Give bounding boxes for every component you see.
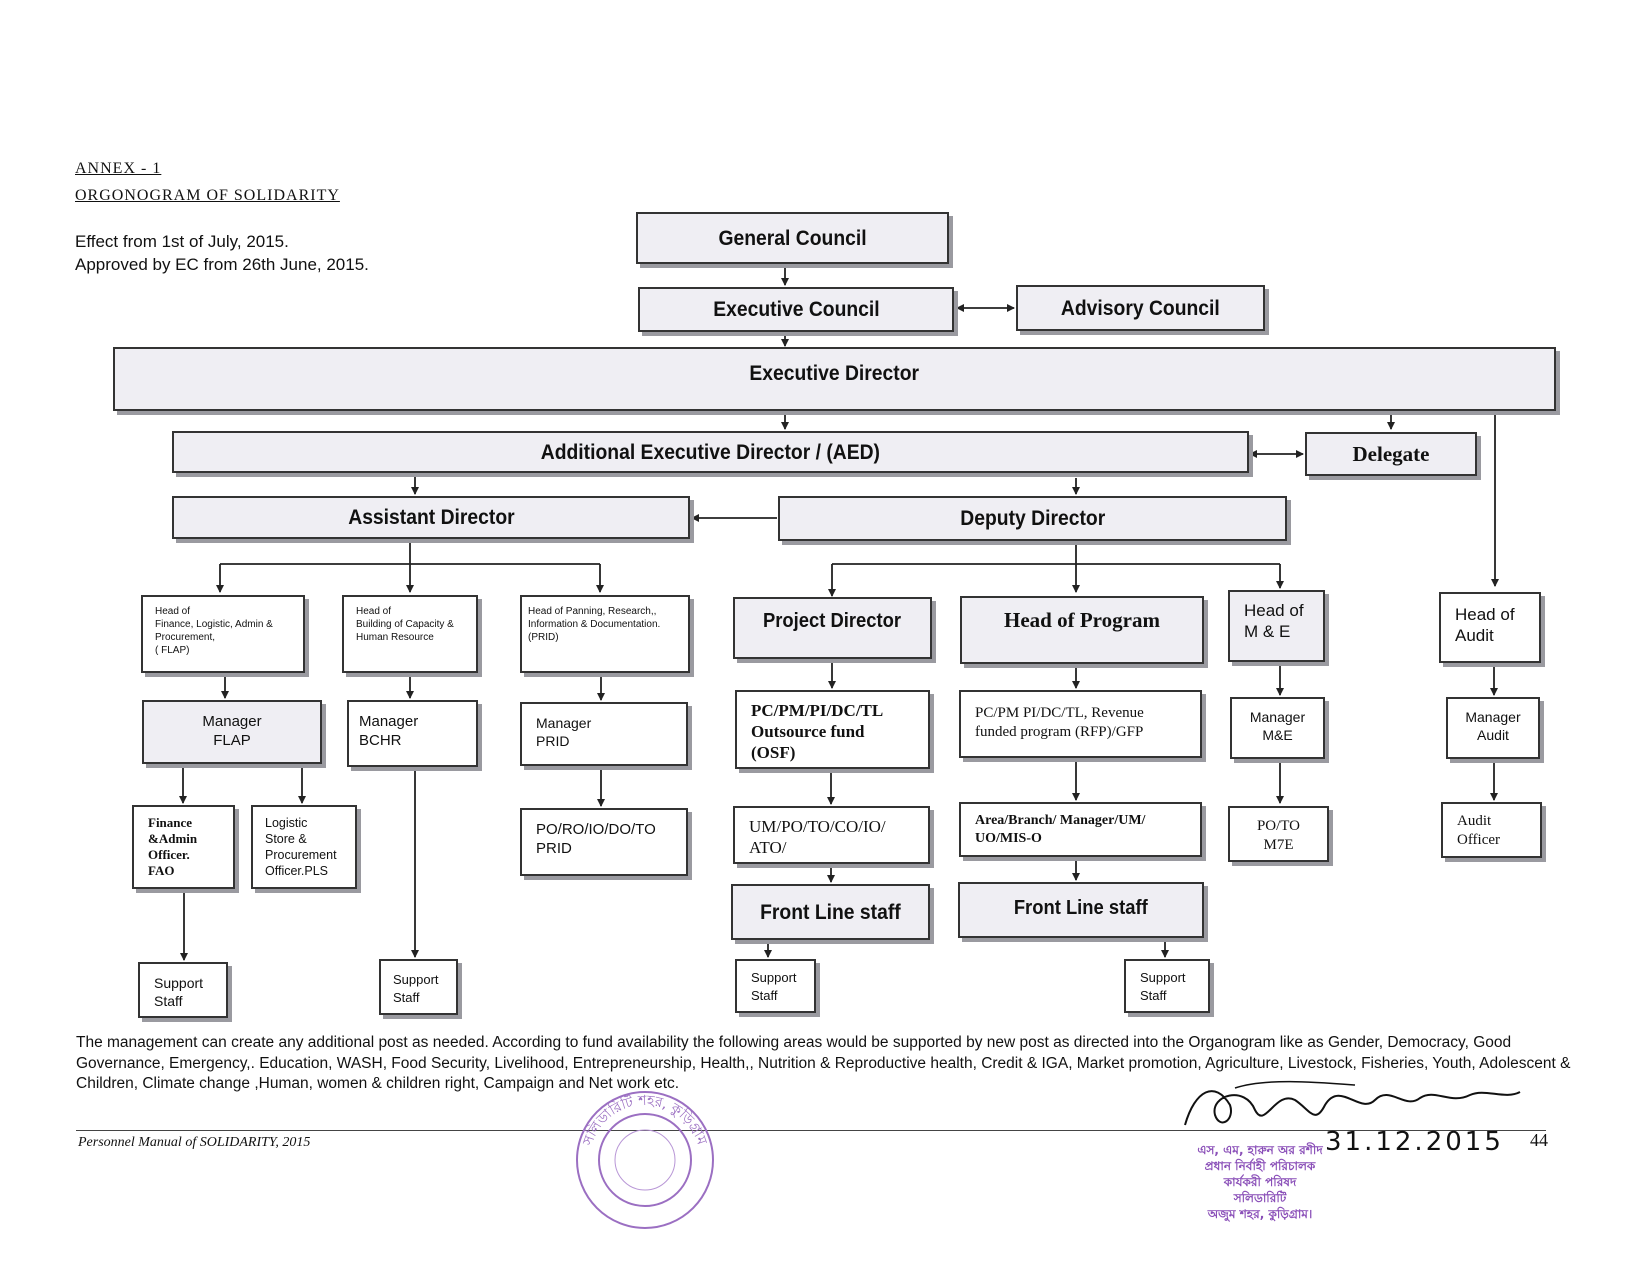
node-head-of-program: Head of Program [960,596,1204,664]
signature-date: 31.12.2015 [1325,1127,1504,1157]
footer-note: The management can create any additional… [76,1034,1571,1092]
footer-rule [76,1130,1546,1131]
node-support-staff-4: Support Staff [1124,959,1210,1013]
node-label: Head of Panning, Research,, Information … [528,606,661,643]
node-label: Manager M&E [1249,709,1306,743]
node-pls: Logistic Store & Procurement Officer.PLS [251,805,357,889]
node-head-audit: Head of Audit [1439,592,1541,663]
manual-title: Personnel Manual of SOLIDARITY, 2015 [78,1135,311,1150]
node-label: Audit Officer [1457,813,1501,848]
node-label: PC/PM/PI/DC/TL Outsource fund (OSF) [751,701,884,762]
node-label: Manager FLAP [202,713,262,749]
node-head-me: Head of M & E [1228,590,1325,662]
node-delegate: Delegate [1305,432,1477,476]
node-frontline-staff-2: Front Line staff [958,882,1204,938]
node-label: PO/RO/IO/DO/TO PRID [536,821,656,857]
signature [1184,1080,1521,1126]
node-label: Support Staff [393,972,439,1005]
node-label: General Council [718,226,867,250]
node-label: Executive Director [749,362,920,385]
node-label: Manager PRID [536,715,592,749]
effect-date-text: Effect from 1st of July, 2015. [75,232,289,251]
node-pc-rfp: PC/PM PI/DC/TL, Revenue funded program (… [959,690,1202,758]
node-assistant-director: Assistant Director [172,496,690,539]
node-label: Support Staff [154,975,204,1009]
annex-label: ANNEX - 1 [75,160,162,177]
node-label: Area/Branch/ Manager/UM/ UO/MIS-O [975,813,1146,846]
node-pc-osf: PC/PM/PI/DC/TL Outsource fund (OSF) [735,690,930,769]
node-executive-council: Executive Council [638,287,954,332]
node-general-council: General Council [636,212,949,264]
node-label: Support Staff [1140,970,1186,1003]
document-title: ORGONOGRAM OF SOLIDARITY [75,187,340,204]
name-seal: এস, এম, হারুন অর রশীদ প্রধান নির্বাহী পর… [1197,1143,1323,1221]
approval-date-text: Approved by EC from 26th June, 2015. [75,255,369,274]
node-project-director: Project Director [733,597,932,659]
node-label: Executive Council [712,298,880,321]
node-label: Front Line staff [1014,897,1148,919]
node-manager-prid: Manager PRID [520,702,688,766]
node-area-branch: Area/Branch/ Manager/UM/ UO/MIS-O [959,802,1202,857]
round-stamp: সলিডারিটি শহর, কুড়িগ্রাম [576,1091,714,1229]
node-po-m7e: PO/TO M7E [1228,806,1329,862]
node-frontline-staff-1: Front Line staff [731,884,930,940]
node-label: Head of Finance, Logistic, Admin & Procu… [155,606,273,656]
node-support-staff-1: Support Staff [138,962,228,1018]
stamp-text: সলিডারিটি শহর, কুড়িগ্রাম [580,1093,710,1149]
node-label: Head of M & E [1244,601,1304,641]
page-number: 44 [1530,1130,1548,1150]
node-label: PC/PM PI/DC/TL, Revenue funded program (… [975,705,1144,740]
node-label: Head of Building of Capacity & Human Res… [356,606,454,643]
node-label: Front Line staff [760,900,901,924]
node-label: Manager Audit [1465,709,1521,743]
node-manager-flap: Manager FLAP [142,700,322,764]
node-label: Support Staff [751,970,797,1003]
node-po-prid: PO/RO/IO/DO/TO PRID [520,808,688,876]
node-executive-director: Executive Director [113,347,1556,411]
node-advisory-council: Advisory Council [1016,285,1265,331]
node-label: Logistic Store & Procurement Officer.PLS [265,816,337,878]
node-label: Additional Executive Director / (AED) [540,440,881,464]
node-aed: Additional Executive Director / (AED) [172,431,1249,473]
node-head-flap: Head of Finance, Logistic, Admin & Procu… [141,595,305,673]
node-deputy-director: Deputy Director [778,496,1287,541]
node-label: Delegate [1352,441,1430,466]
node-support-staff-3: Support Staff [735,959,816,1013]
node-manager-bchr: Manager BCHR [347,700,478,767]
node-manager-me: Manager M&E [1230,697,1325,759]
node-label: Advisory Council [1061,296,1220,320]
node-head-bchr: Head of Building of Capacity & Human Res… [342,595,478,673]
node-fao: Finance &Admin Officer. FAO [132,805,235,889]
node-label: Head of Audit [1455,605,1515,645]
node-label: UM/PO/TO/CO/IO/ ATO/ [749,817,886,857]
node-label: Head of Program [1004,608,1160,632]
node-head-prid: Head of Panning, Research,, Information … [520,595,690,673]
node-label: Assistant Director [347,506,515,529]
node-label: Manager BCHR [359,713,419,749]
node-label: Finance &Admin Officer. FAO [148,815,198,878]
node-audit-officer: Audit Officer [1441,802,1542,858]
node-um-po: UM/PO/TO/CO/IO/ ATO/ [733,806,930,864]
node-label: PO/TO M7E [1256,818,1301,853]
node-label: Deputy Director [960,507,1105,530]
node-support-staff-2: Support Staff [379,959,458,1015]
svg-text:সলিডারিটি শহর, কুড়িগ্রাম: সলিডারিটি শহর, কুড়িগ্রাম [580,1093,710,1149]
node-manager-audit: Manager Audit [1446,697,1540,759]
node-label: Project Director [763,610,902,632]
